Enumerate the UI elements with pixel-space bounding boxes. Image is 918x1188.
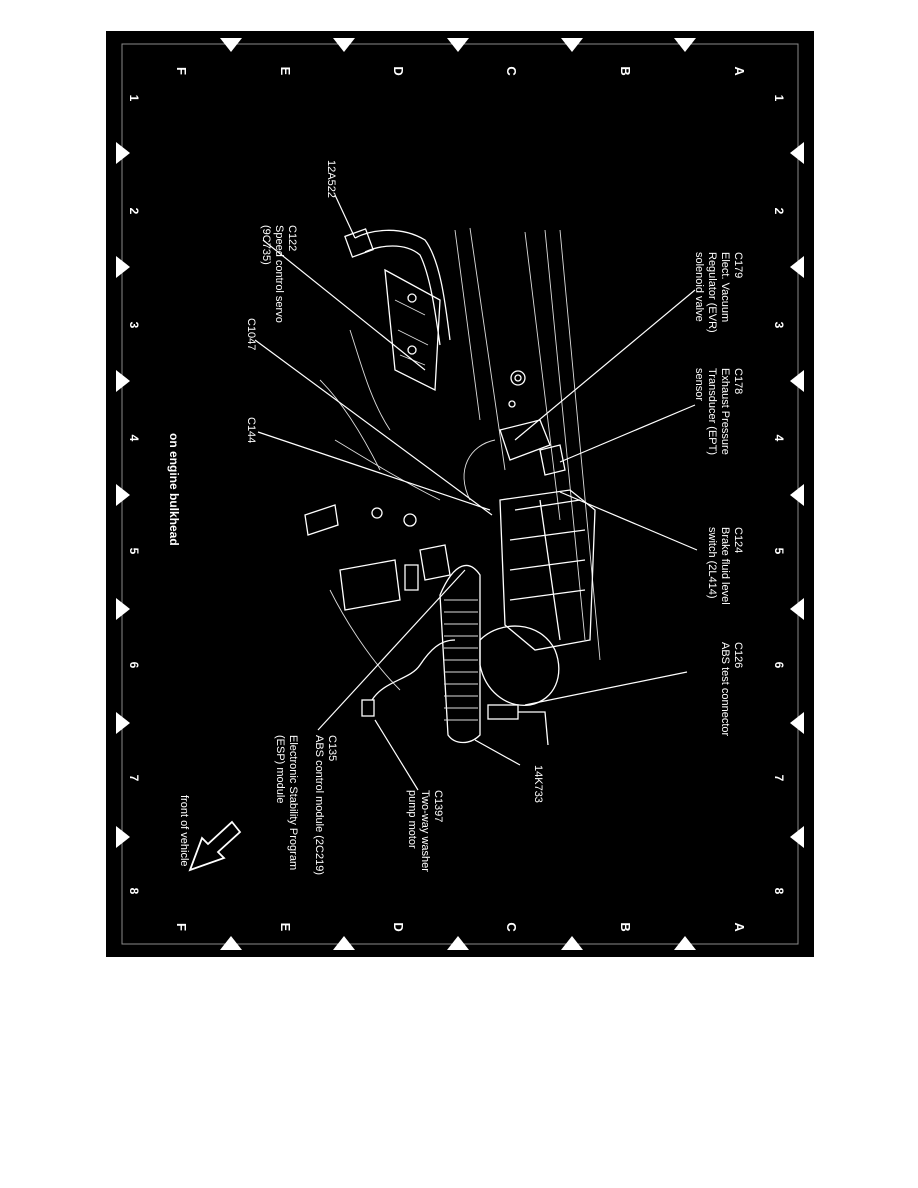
callout-text: C122: [286, 225, 298, 251]
callout-text: Two-way washer: [419, 790, 431, 872]
grid-number: 7: [127, 775, 141, 782]
grid-numbers-right: 1 2 3 4 5 6 7 8: [772, 95, 786, 895]
callout-text: C178: [732, 368, 744, 394]
callout-text: switch (2L414): [706, 527, 718, 599]
callout-text: Elect. Vacuum: [719, 252, 731, 322]
callout-c1397: C1397 Two-way washer pump motor: [406, 790, 444, 872]
grid-letter: B: [618, 922, 633, 931]
grid-letter: D: [391, 922, 406, 931]
grid-number: 2: [772, 208, 786, 215]
grid-number: 8: [772, 888, 786, 895]
grid-letter: F: [174, 923, 189, 931]
callout-text: C179: [732, 252, 744, 278]
grid-numbers-left: 1 2 3 4 5 6 7 8: [127, 95, 141, 895]
diagram-frame: [106, 31, 814, 957]
grid-number: 8: [127, 888, 141, 895]
grid-number: 4: [772, 435, 786, 442]
grid-letter: E: [278, 67, 293, 76]
grid-number: 4: [127, 435, 141, 442]
grid-letter: C: [504, 66, 519, 76]
grid-number: 1: [772, 95, 786, 102]
callout-text: 12A522: [325, 160, 337, 198]
callout-c126: C126 ABS test connector: [719, 642, 744, 736]
callout-c178: C178 Exhaust Pressure Transducer (EPT) s…: [693, 368, 744, 455]
front-of-vehicle-label: front of vehicle: [178, 795, 190, 867]
callout-text: ABS test connector: [719, 642, 731, 736]
callout-text: C1397: [432, 790, 444, 822]
grid-letters-top: A B C D E F: [174, 66, 747, 76]
callout-c1047: C1047: [245, 318, 257, 350]
front-arrow-icon: [188, 820, 242, 872]
callout-c144: C144: [245, 417, 257, 443]
callout-text: Electronic Stability Program: [287, 735, 299, 870]
grid-number: 5: [127, 548, 141, 555]
callout-c122: C122 Speed control servo (9C735): [260, 225, 298, 323]
callout-text: Transducer (EPT): [706, 368, 718, 455]
callout-c135: C135 ABS control module (2C219) Electron…: [274, 735, 338, 875]
grid-letter: F: [174, 67, 189, 75]
grid-number: 1: [127, 95, 141, 102]
callout-text: Regulator (EVR): [706, 252, 718, 333]
callout-c179: C179 Elect. Vacuum Regulator (EVR) solen…: [693, 252, 744, 333]
callout-text: C1047: [245, 318, 257, 350]
grid-number: 3: [772, 322, 786, 329]
callout-text: C144: [245, 417, 257, 443]
callout-text: 14K733: [532, 765, 544, 803]
callout-text: C135: [326, 735, 338, 761]
callout-text: Speed control servo: [273, 225, 285, 323]
grid-letter: A: [732, 922, 747, 932]
callout-text: ABS control module (2C219): [313, 735, 325, 875]
callout-text: pump motor: [406, 790, 418, 849]
grid-letter: B: [618, 66, 633, 75]
engine-illustration: [304, 227, 601, 746]
callout-text: Brake fluid level: [719, 527, 731, 605]
grid-markers: [116, 38, 804, 950]
grid-number: 6: [127, 662, 141, 669]
grid-letter: A: [732, 66, 747, 76]
grid-number: 3: [127, 322, 141, 329]
callout-text: (9C735): [260, 225, 272, 265]
diagram-caption: on engine bulkhead: [167, 433, 181, 546]
callout-text: (ESP) module: [274, 735, 286, 803]
leader-lines: [254, 194, 698, 791]
grid-number: 2: [127, 208, 141, 215]
callout-text: Exhaust Pressure: [719, 368, 731, 455]
callout-14k733: 14K733: [532, 765, 544, 803]
grid-number: 6: [772, 662, 786, 669]
callout-text: C124: [732, 527, 744, 553]
callout-text: C126: [732, 642, 744, 668]
callout-text: sensor: [693, 368, 705, 401]
grid-letter: C: [504, 922, 519, 932]
callout-c124: C124 Brake fluid level switch (2L414): [706, 527, 744, 605]
grid-letter: E: [278, 923, 293, 932]
callout-12a522: 12A522: [325, 160, 337, 198]
grid-number: 5: [772, 548, 786, 555]
callout-text: solenoid valve: [693, 252, 705, 322]
grid-letters-bottom: A B C D E F: [174, 922, 747, 932]
grid-letter: D: [391, 66, 406, 75]
grid-number: 7: [772, 775, 786, 782]
